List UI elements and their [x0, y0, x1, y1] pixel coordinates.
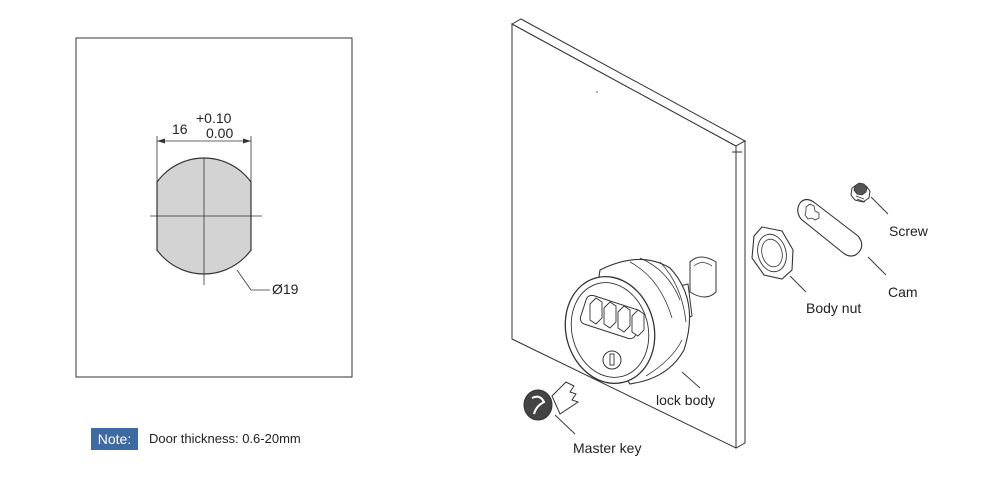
screw	[850, 182, 871, 203]
door-cutout-opening	[689, 256, 717, 298]
cutout-drawing: 16 +0.10 0.00 Ø19	[75, 37, 353, 378]
tolerance-upper: +0.10	[196, 110, 232, 126]
screw-leader	[870, 196, 889, 215]
door-side-edge	[735, 140, 746, 449]
body-nut	[751, 226, 794, 280]
lock-body-leader	[681, 371, 701, 389]
note-text: Door thickness: 0.6-20mm	[149, 431, 301, 446]
door-panel	[510, 18, 747, 449]
door-dot	[596, 91, 598, 93]
leader-lines	[554, 196, 889, 435]
width-value: 16	[172, 121, 188, 137]
master-key-label: Master key	[573, 440, 641, 456]
lock-body	[564, 257, 693, 385]
cam-leader	[867, 256, 887, 276]
panel-outline	[75, 37, 353, 378]
exploded-view: Screw Cam Body nut lock body Master key	[510, 18, 929, 456]
screw-label: Screw	[889, 223, 929, 239]
note-badge: Note:	[91, 428, 138, 450]
master-key-leader	[554, 414, 576, 435]
dimension-arrow-right	[243, 138, 251, 144]
body-nut-leader	[789, 275, 807, 293]
cam-label: Cam	[888, 284, 918, 300]
tolerance-lower: 0.00	[206, 125, 233, 141]
lock-body-label: lock body	[656, 392, 715, 408]
cam	[797, 198, 863, 257]
dimension-arrow-left	[157, 138, 165, 144]
combination-dials	[589, 297, 645, 337]
body-nut-label: Body nut	[806, 300, 861, 316]
diameter-leader	[236, 269, 270, 291]
diameter-label: Ø19	[272, 281, 299, 297]
master-key	[523, 381, 580, 421]
door-front-face	[511, 23, 737, 449]
